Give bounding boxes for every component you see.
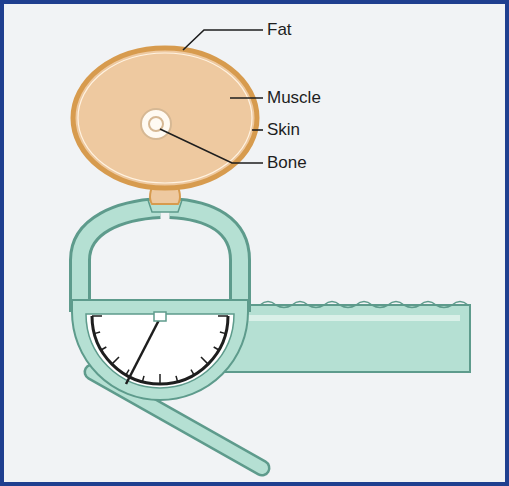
- dial-tick: [126, 370, 129, 375]
- dial-tick: [176, 376, 178, 382]
- part-label: Bone: [267, 153, 307, 173]
- dial-tick: [159, 374, 161, 384]
- part-label: Skin: [267, 120, 300, 140]
- dial-tick: [101, 347, 106, 350]
- dial-tick: [92, 315, 102, 317]
- dial-tick: [218, 315, 228, 317]
- dial-tick: [112, 357, 119, 364]
- part-label: Muscle: [267, 88, 321, 108]
- dial-tick: [220, 332, 226, 334]
- dial-tick: [191, 370, 194, 375]
- dial-tick: [201, 357, 208, 364]
- dial-tick: [214, 347, 219, 350]
- dial-tick: [94, 332, 100, 334]
- dial-tick: [142, 376, 144, 382]
- part-label: Fat: [267, 20, 292, 40]
